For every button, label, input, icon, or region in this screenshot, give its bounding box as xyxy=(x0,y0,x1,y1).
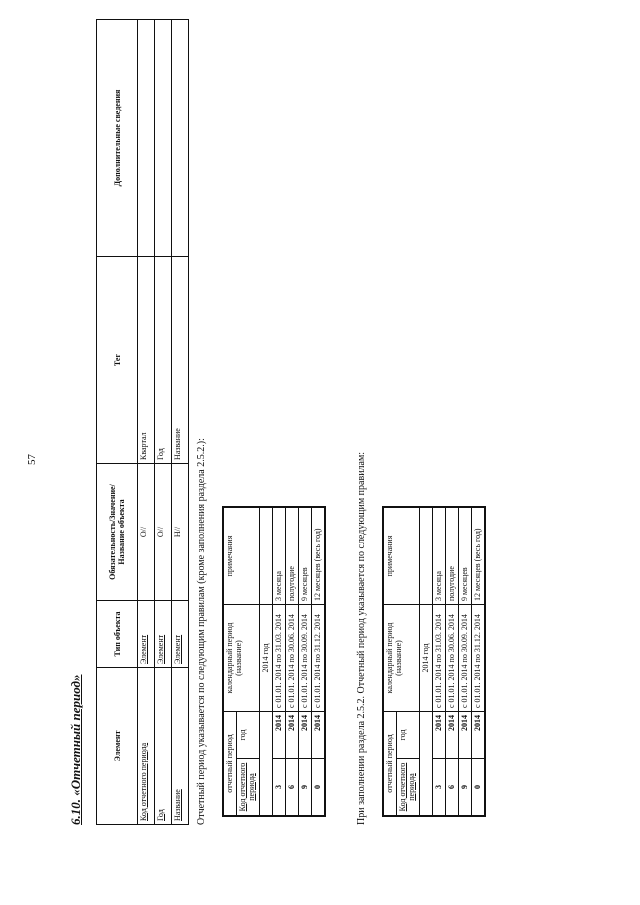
period-cell: с 01.01. 2014 по 30.06. 2014 xyxy=(285,604,299,712)
cell-extra xyxy=(171,19,189,257)
page-number: 57 xyxy=(26,454,38,465)
rules-paragraph: Отчетный период указывается по следующим… xyxy=(196,438,207,825)
period-cell: с 01.01. 2014 по 30.09. 2014 xyxy=(298,604,312,712)
note-cell: 9 месяцев xyxy=(298,507,312,605)
year-cell: 2014 xyxy=(432,711,446,759)
code-cell: 0 xyxy=(471,758,485,816)
code-cell: 9 xyxy=(298,758,312,816)
period-cell: с 01.01. 2014 по 31.12. 2014 xyxy=(471,604,485,712)
period-cell: с 01.01. 2014 по 30.06. 2014 xyxy=(445,604,459,712)
element-table: Элемент Тип объекта Обязательность/Значе… xyxy=(96,19,189,825)
cell-element: Код отчетного периода xyxy=(137,667,155,825)
calendar-header: календарный период (название) xyxy=(383,604,420,712)
cell-obligation: О// xyxy=(137,463,155,601)
cell-element: Год xyxy=(154,667,172,825)
year-label: 2014 год xyxy=(419,604,433,712)
cell-tag: Название xyxy=(171,256,189,464)
code-header: Код отчетного периода xyxy=(236,758,260,816)
rules-paragraph-252: При заполнении раздела 2.5.2. Отчетный п… xyxy=(356,451,367,825)
table-row: Код отчетного периода Элемент О// Кварта… xyxy=(137,19,155,825)
code-header: Код отчетного периода xyxy=(396,758,420,816)
year-header: год xyxy=(396,711,420,759)
period-cell: с 01.01. 2014 по 30.09. 2014 xyxy=(458,604,472,712)
note-cell: полугодие xyxy=(445,507,459,605)
cell-type: Элемент xyxy=(137,600,155,668)
year-cell: 2014 xyxy=(445,711,459,759)
code-cell: 0 xyxy=(311,758,325,816)
cell-tag: Год xyxy=(154,256,172,464)
cell-element: Название xyxy=(171,667,189,825)
table-row: Название Элемент Н// Название xyxy=(171,19,189,825)
code-cell: 3 xyxy=(432,758,446,816)
calendar-header: календарный период (название) xyxy=(223,604,260,712)
note-cell: 12 месяцев (весь год) xyxy=(311,507,325,605)
notes-header: примечания xyxy=(383,507,420,605)
header-extra: Дополнительные сведения xyxy=(96,19,138,257)
group-header: отчетный период xyxy=(223,711,237,816)
note-cell: 3 месяца xyxy=(272,507,286,605)
group-header: отчетный период xyxy=(383,711,397,816)
period-cell: с 01.01. 2014 по 31.12. 2014 xyxy=(311,604,325,712)
year-header: год xyxy=(236,711,260,759)
cell-type: Элемент xyxy=(154,600,172,668)
year-cell: 2014 xyxy=(311,711,325,759)
header-tag: Тег xyxy=(96,256,138,464)
period-table-general: отчетный период календарный период (назв… xyxy=(222,506,326,817)
cell-extra xyxy=(137,19,155,257)
note-cell: полугодие xyxy=(285,507,299,605)
table-row: Год Элемент О// Год xyxy=(154,19,172,825)
period-cell: с 01.01. 2014 по 31.03. 2014 xyxy=(432,604,446,712)
period-cell: с 01.01. 2014 по 31.03. 2014 xyxy=(272,604,286,712)
cell-obligation: О// xyxy=(154,463,172,601)
code-cell: 6 xyxy=(285,758,299,816)
section-heading: 6.10. «Отчетный период» xyxy=(68,674,83,825)
code-cell: 3 xyxy=(272,758,286,816)
header-type: Тип объекта xyxy=(96,600,138,668)
cell-type: Элемент xyxy=(171,600,189,668)
header-element: Элемент xyxy=(96,667,138,825)
header-obligation: Обязательность/Значение/Название объекта xyxy=(96,463,138,601)
cell-extra xyxy=(154,19,172,257)
year-label: 2014 год xyxy=(259,604,273,712)
notes-header: примечания xyxy=(223,507,260,605)
element-table-header: Элемент Тип объекта Обязательность/Значе… xyxy=(96,19,138,825)
note-cell: 3 месяца xyxy=(432,507,446,605)
code-cell: 9 xyxy=(458,758,472,816)
note-cell: 12 месяцев (весь год) xyxy=(471,507,485,605)
year-cell: 2014 xyxy=(458,711,472,759)
year-cell: 2014 xyxy=(285,711,299,759)
cell-tag: Квартал xyxy=(137,256,155,464)
year-cell: 2014 xyxy=(272,711,286,759)
year-cell: 2014 xyxy=(471,711,485,759)
note-cell: 9 месяцев xyxy=(458,507,472,605)
year-cell: 2014 xyxy=(298,711,312,759)
cell-obligation: Н// xyxy=(171,463,189,601)
code-cell: 6 xyxy=(445,758,459,816)
period-table-252: отчетный период календарный период (назв… xyxy=(382,506,486,817)
